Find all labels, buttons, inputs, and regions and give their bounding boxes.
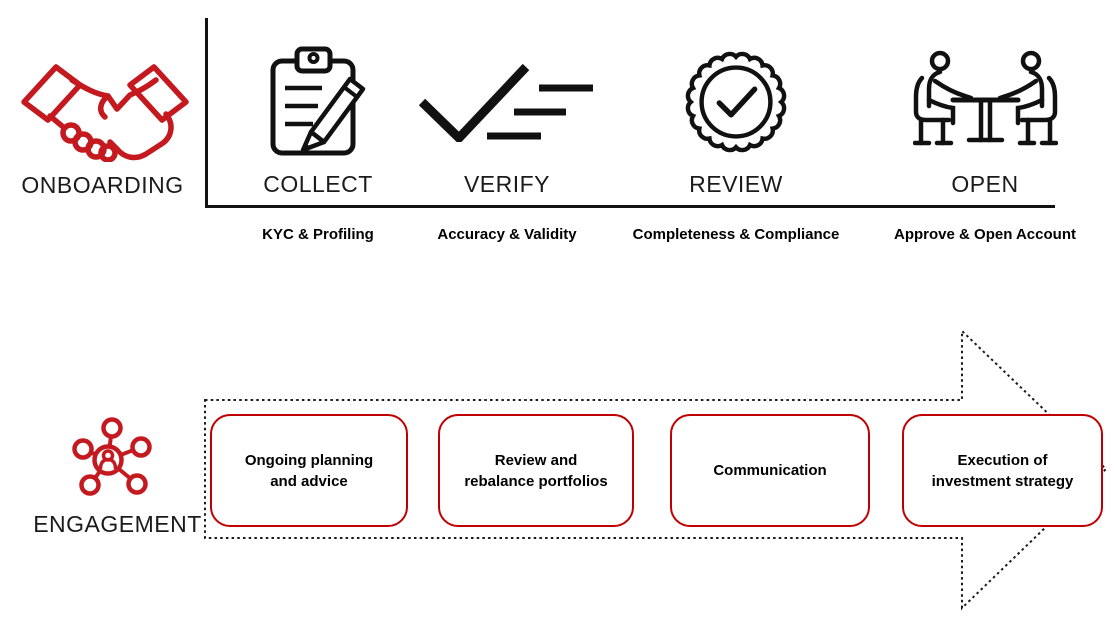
engagement-box: Communication [670,414,870,527]
engagement-box: Review and rebalance portfolios [438,414,634,527]
engagement-box-label: Review and rebalance portfolios [464,451,608,490]
seal-checkmark-icon [616,38,856,166]
divider-vertical [205,18,208,208]
engagement-box-label: Execution of investment strategy [931,451,1074,490]
handshake-icon [21,64,189,162]
step-open: OPEN Approve & Open Account [865,0,1105,260]
double-checkmark-icon [387,38,627,166]
engagement-label: ENGAGEMENT [33,511,202,537]
meeting-table-icon [865,38,1105,166]
step-subtitle: Approve & Open Account [894,226,1076,243]
step-title: OPEN [951,171,1019,197]
step-subtitle: KYC & Profiling [262,226,374,243]
step-subtitle: Accuracy & Validity [437,226,577,243]
step-title: REVIEW [689,171,783,197]
step-subtitle: Completeness & Compliance [632,226,840,243]
engagement-box: Ongoing planning and advice [210,414,408,527]
step-collect: COLLECT KYC & Profiling [198,0,438,260]
clipboard-pencil-icon [198,38,438,166]
step-review: REVIEW Completeness & Compliance [616,0,856,260]
step-title: VERIFY [463,171,551,197]
engagement-box-label: Ongoing planning and advice [244,451,374,490]
engagement-box-label: Communication [713,462,827,479]
step-verify: VERIFY Accuracy & Validity [387,0,627,260]
network-people-icon [72,417,152,496]
onboarding-label: ONBOARDING [21,172,184,198]
divider-horizontal [205,205,1055,208]
step-title: COLLECT [263,171,373,197]
engagement-box: Execution of investment strategy [902,414,1103,527]
